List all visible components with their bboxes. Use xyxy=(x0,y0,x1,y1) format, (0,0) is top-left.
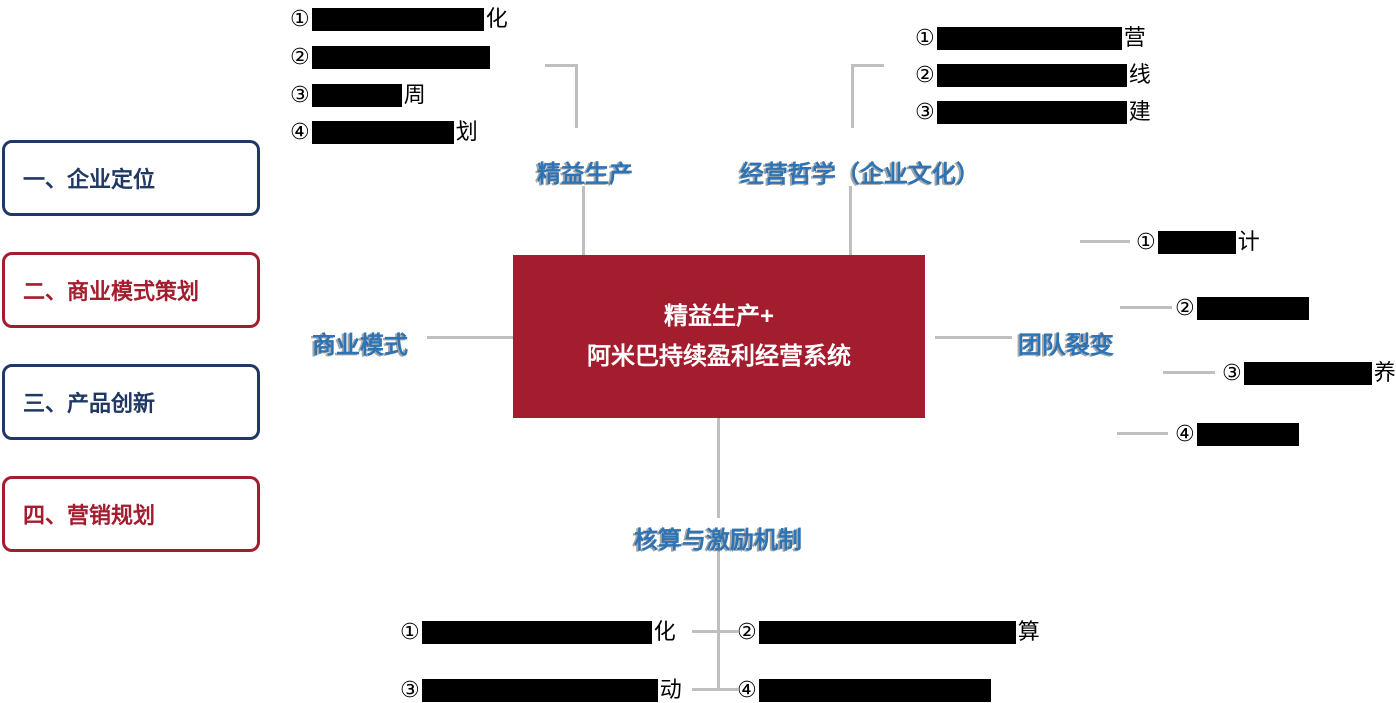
item-number: ③ xyxy=(290,82,310,107)
redacted-list-item: ① 化 xyxy=(290,6,508,32)
connector-line xyxy=(849,186,852,255)
redaction-bar xyxy=(311,83,402,107)
menu-item-positioning: 一、企业定位 xyxy=(2,140,260,216)
redaction-bar xyxy=(1157,230,1236,254)
branch-label-accounting-incentive: 核算与激励机制 xyxy=(634,527,802,554)
menu-item-product-innovation: 三、产品创新 xyxy=(2,364,260,440)
redaction-bar xyxy=(758,678,991,702)
item-suffix: 计 xyxy=(1237,229,1260,254)
item-number: ② xyxy=(1175,295,1195,320)
menu-item-marketing-planning: 四、营销规划 xyxy=(2,476,260,552)
redacted-list-item: ④ xyxy=(737,677,993,703)
redaction-bar xyxy=(936,26,1122,50)
redaction-bar xyxy=(421,620,652,644)
core-title-line1: 精益生产+ xyxy=(663,302,774,330)
redaction-bar xyxy=(936,63,1127,87)
connector-line xyxy=(851,64,854,128)
item-number: ④ xyxy=(290,119,310,144)
connector-line xyxy=(1120,306,1172,309)
redaction-bar xyxy=(421,678,658,702)
redacted-list-item: ④ 划 xyxy=(290,119,478,145)
redacted-list-item: ③ 动 xyxy=(400,677,682,703)
connector-line xyxy=(692,688,738,691)
item-suffix: 划 xyxy=(455,119,478,144)
branch-label-lean-production: 精益生产 xyxy=(537,161,633,188)
redacted-list-item: ② 算 xyxy=(737,619,1040,645)
item-number: ④ xyxy=(737,677,757,702)
redaction-bar xyxy=(1196,422,1299,446)
connector-line xyxy=(575,64,578,128)
item-number: ② xyxy=(915,62,935,87)
item-suffix: 线 xyxy=(1128,62,1151,87)
connector-line xyxy=(717,418,720,518)
connector-line xyxy=(851,64,884,67)
redaction-bar xyxy=(311,45,490,69)
menu-item-label: 三、产品创新 xyxy=(23,391,156,416)
redacted-list-item: ④ xyxy=(1175,421,1301,447)
redacted-list-item: ② 线 xyxy=(915,62,1151,88)
redacted-list-item: ① 营 xyxy=(915,25,1146,51)
center-core-box: 精益生产+ 阿米巴持续盈利经营系统 xyxy=(513,255,925,418)
item-number: ① xyxy=(290,6,310,31)
menu-item-label: 四、营销规划 xyxy=(23,503,156,528)
connector-line xyxy=(1163,371,1215,374)
redacted-list-item: ③ 建 xyxy=(915,99,1151,125)
redaction-bar xyxy=(311,7,484,31)
branch-label-team-fission: 团队裂变 xyxy=(1018,332,1114,359)
item-suffix: 算 xyxy=(1017,619,1040,644)
item-number: ② xyxy=(290,44,310,69)
redacted-list-item: ① 计 xyxy=(1136,229,1260,255)
connector-line xyxy=(582,186,585,255)
connector-line xyxy=(692,630,738,633)
item-suffix: 化 xyxy=(485,6,508,31)
redaction-bar xyxy=(1243,361,1372,385)
item-suffix: 建 xyxy=(1128,99,1151,124)
item-number: ① xyxy=(400,619,420,644)
item-suffix: 营 xyxy=(1123,25,1146,50)
item-number: ③ xyxy=(915,99,935,124)
redacted-list-item: ① 化 xyxy=(400,619,676,645)
connector-line xyxy=(1117,432,1168,435)
core-title-line2: 阿米巴持续盈利经营系统 xyxy=(587,342,851,370)
item-suffix: 动 xyxy=(659,677,682,702)
item-number: ④ xyxy=(1175,421,1195,446)
item-number: ① xyxy=(915,25,935,50)
redaction-bar xyxy=(936,100,1127,124)
item-number: ③ xyxy=(400,677,420,702)
redacted-list-item: ② xyxy=(290,44,492,70)
item-suffix: 化 xyxy=(653,619,676,644)
branch-label-business-model: 商业模式 xyxy=(312,332,408,359)
item-suffix: 周 xyxy=(403,82,426,107)
redaction-bar xyxy=(311,120,454,144)
item-suffix: 养 xyxy=(1373,360,1396,385)
redaction-bar xyxy=(1196,296,1309,320)
connector-line xyxy=(427,336,513,339)
branch-label-philosophy: 经营哲学（企业文化） xyxy=(740,161,980,188)
menu-item-business-model-planning: 二、商业模式策划 xyxy=(2,252,260,328)
item-number: ③ xyxy=(1222,360,1242,385)
menu-item-label: 一、企业定位 xyxy=(23,167,156,192)
redaction-bar xyxy=(758,620,1016,644)
item-number: ② xyxy=(737,619,757,644)
connector-line xyxy=(717,550,720,690)
connector-line xyxy=(1080,240,1130,243)
item-number: ① xyxy=(1136,229,1156,254)
menu-item-label: 二、商业模式策划 xyxy=(23,279,200,304)
redacted-list-item: ③ 养 xyxy=(1222,360,1396,386)
connector-line xyxy=(935,336,1012,339)
redacted-list-item: ② xyxy=(1175,295,1311,321)
connector-line xyxy=(545,64,578,67)
redacted-list-item: ③ 周 xyxy=(290,82,426,108)
